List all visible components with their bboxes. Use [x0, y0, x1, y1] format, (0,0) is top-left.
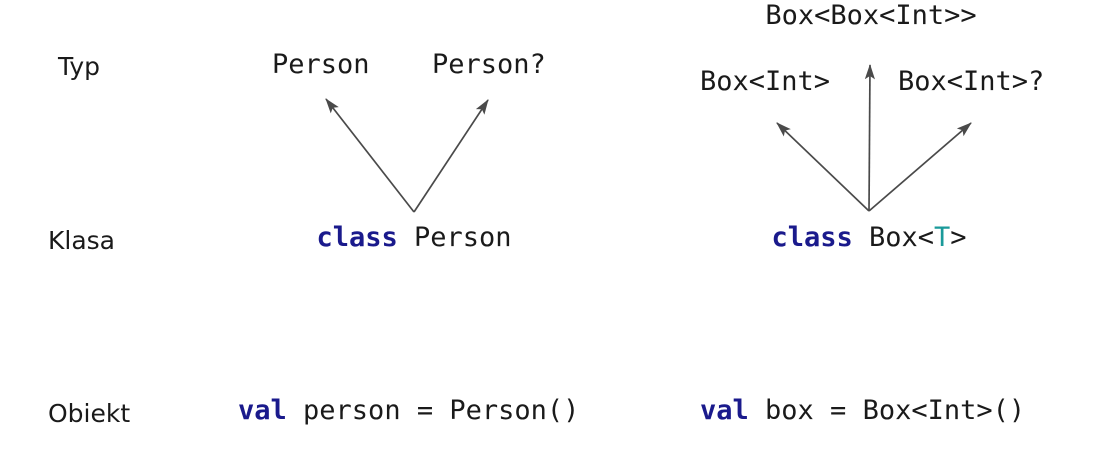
row-label-klasa: Klasa [48, 226, 116, 255]
class-name-box-prefix: Box< [868, 222, 935, 253]
class-name-person [398, 222, 414, 253]
object-declaration-box-rest: box = Box<Int>() [748, 395, 1026, 426]
keyword-val: val [238, 395, 287, 426]
arrow-person [325, 98, 415, 213]
object-declaration-person-rest: person = Person() [286, 395, 580, 426]
type-parameter-t: T [934, 222, 951, 253]
class-declaration-person: class Person [316, 224, 511, 251]
type-box-box-int: Box<Box<Int>> [765, 0, 977, 31]
type-box-int-nullable: Box<Int>? [898, 66, 1045, 97]
arrow-box-int-nullable [868, 122, 972, 212]
arrow-person-nullable [413, 99, 489, 213]
keyword-class: class [316, 222, 398, 253]
space [853, 222, 869, 253]
object-declaration-person: val person = Person() [238, 397, 579, 424]
type-box-int: Box<Int> [700, 66, 831, 97]
type-person: Person [272, 49, 370, 80]
arrow-box-int [776, 122, 870, 212]
type-person-nullable: Person? [432, 49, 546, 80]
keyword-val: val [700, 395, 749, 426]
object-declaration-box: val box = Box<Int>() [700, 397, 1025, 424]
arrow-box-box-int [864, 63, 876, 212]
class-name-box-suffix: > [950, 222, 967, 253]
class-name-person-text: Person [414, 222, 512, 253]
keyword-class: class [771, 222, 853, 253]
row-label-obiekt: Obiekt [48, 399, 131, 428]
class-declaration-box: class Box<T> [771, 224, 966, 251]
row-label-typ: Typ [58, 52, 101, 81]
